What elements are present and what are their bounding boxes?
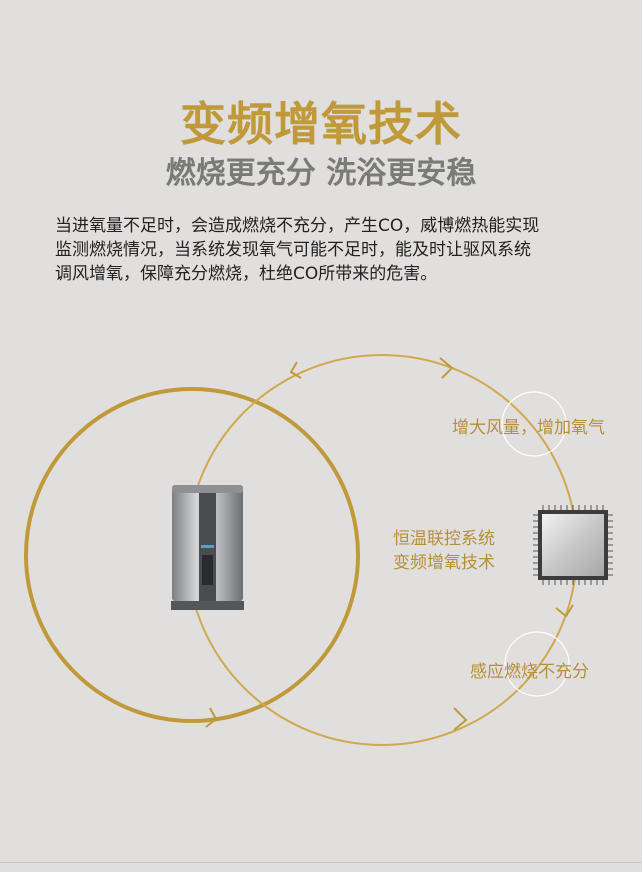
water-heater-image <box>171 485 244 610</box>
bottom-divider <box>0 862 642 863</box>
top-small-circle <box>501 391 567 457</box>
arrow-icon <box>439 357 454 379</box>
description-line: 监测燃烧情况，当系统发现氧气可能不足时，能及时让驱风系统 <box>55 240 531 260</box>
left-thick-circle <box>24 387 360 723</box>
bottom-small-circle <box>504 631 570 697</box>
detect-combustion-label: 感应燃烧不充分 <box>470 662 589 682</box>
system-label-line2: 变频增氧技术 <box>393 553 495 573</box>
arrow-icon <box>289 361 302 379</box>
arrow-icon <box>453 707 468 731</box>
arrow-icon <box>555 604 574 618</box>
arrow-icon <box>205 707 218 728</box>
system-label-line1: 恒温联控系统 <box>393 529 495 549</box>
description-line: 调风增氧，保障充分燃烧，杜绝CO所带来的危害。 <box>55 264 438 284</box>
page-subtitle: 燃烧更充分 洗浴更安稳 <box>165 156 477 191</box>
chip-icon <box>533 505 613 585</box>
description-line: 当进氧量不足时，会造成燃烧不充分，产生CO，威博燃热能实现 <box>55 216 540 236</box>
description: 当进氧量不足时，会造成燃烧不充分，产生CO，威博燃热能实现 监测燃烧情况，当系统… <box>55 214 600 286</box>
page-title: 变频增氧技术 <box>180 97 462 151</box>
increase-air-label: 增大风量，增加氧气 <box>452 418 605 438</box>
